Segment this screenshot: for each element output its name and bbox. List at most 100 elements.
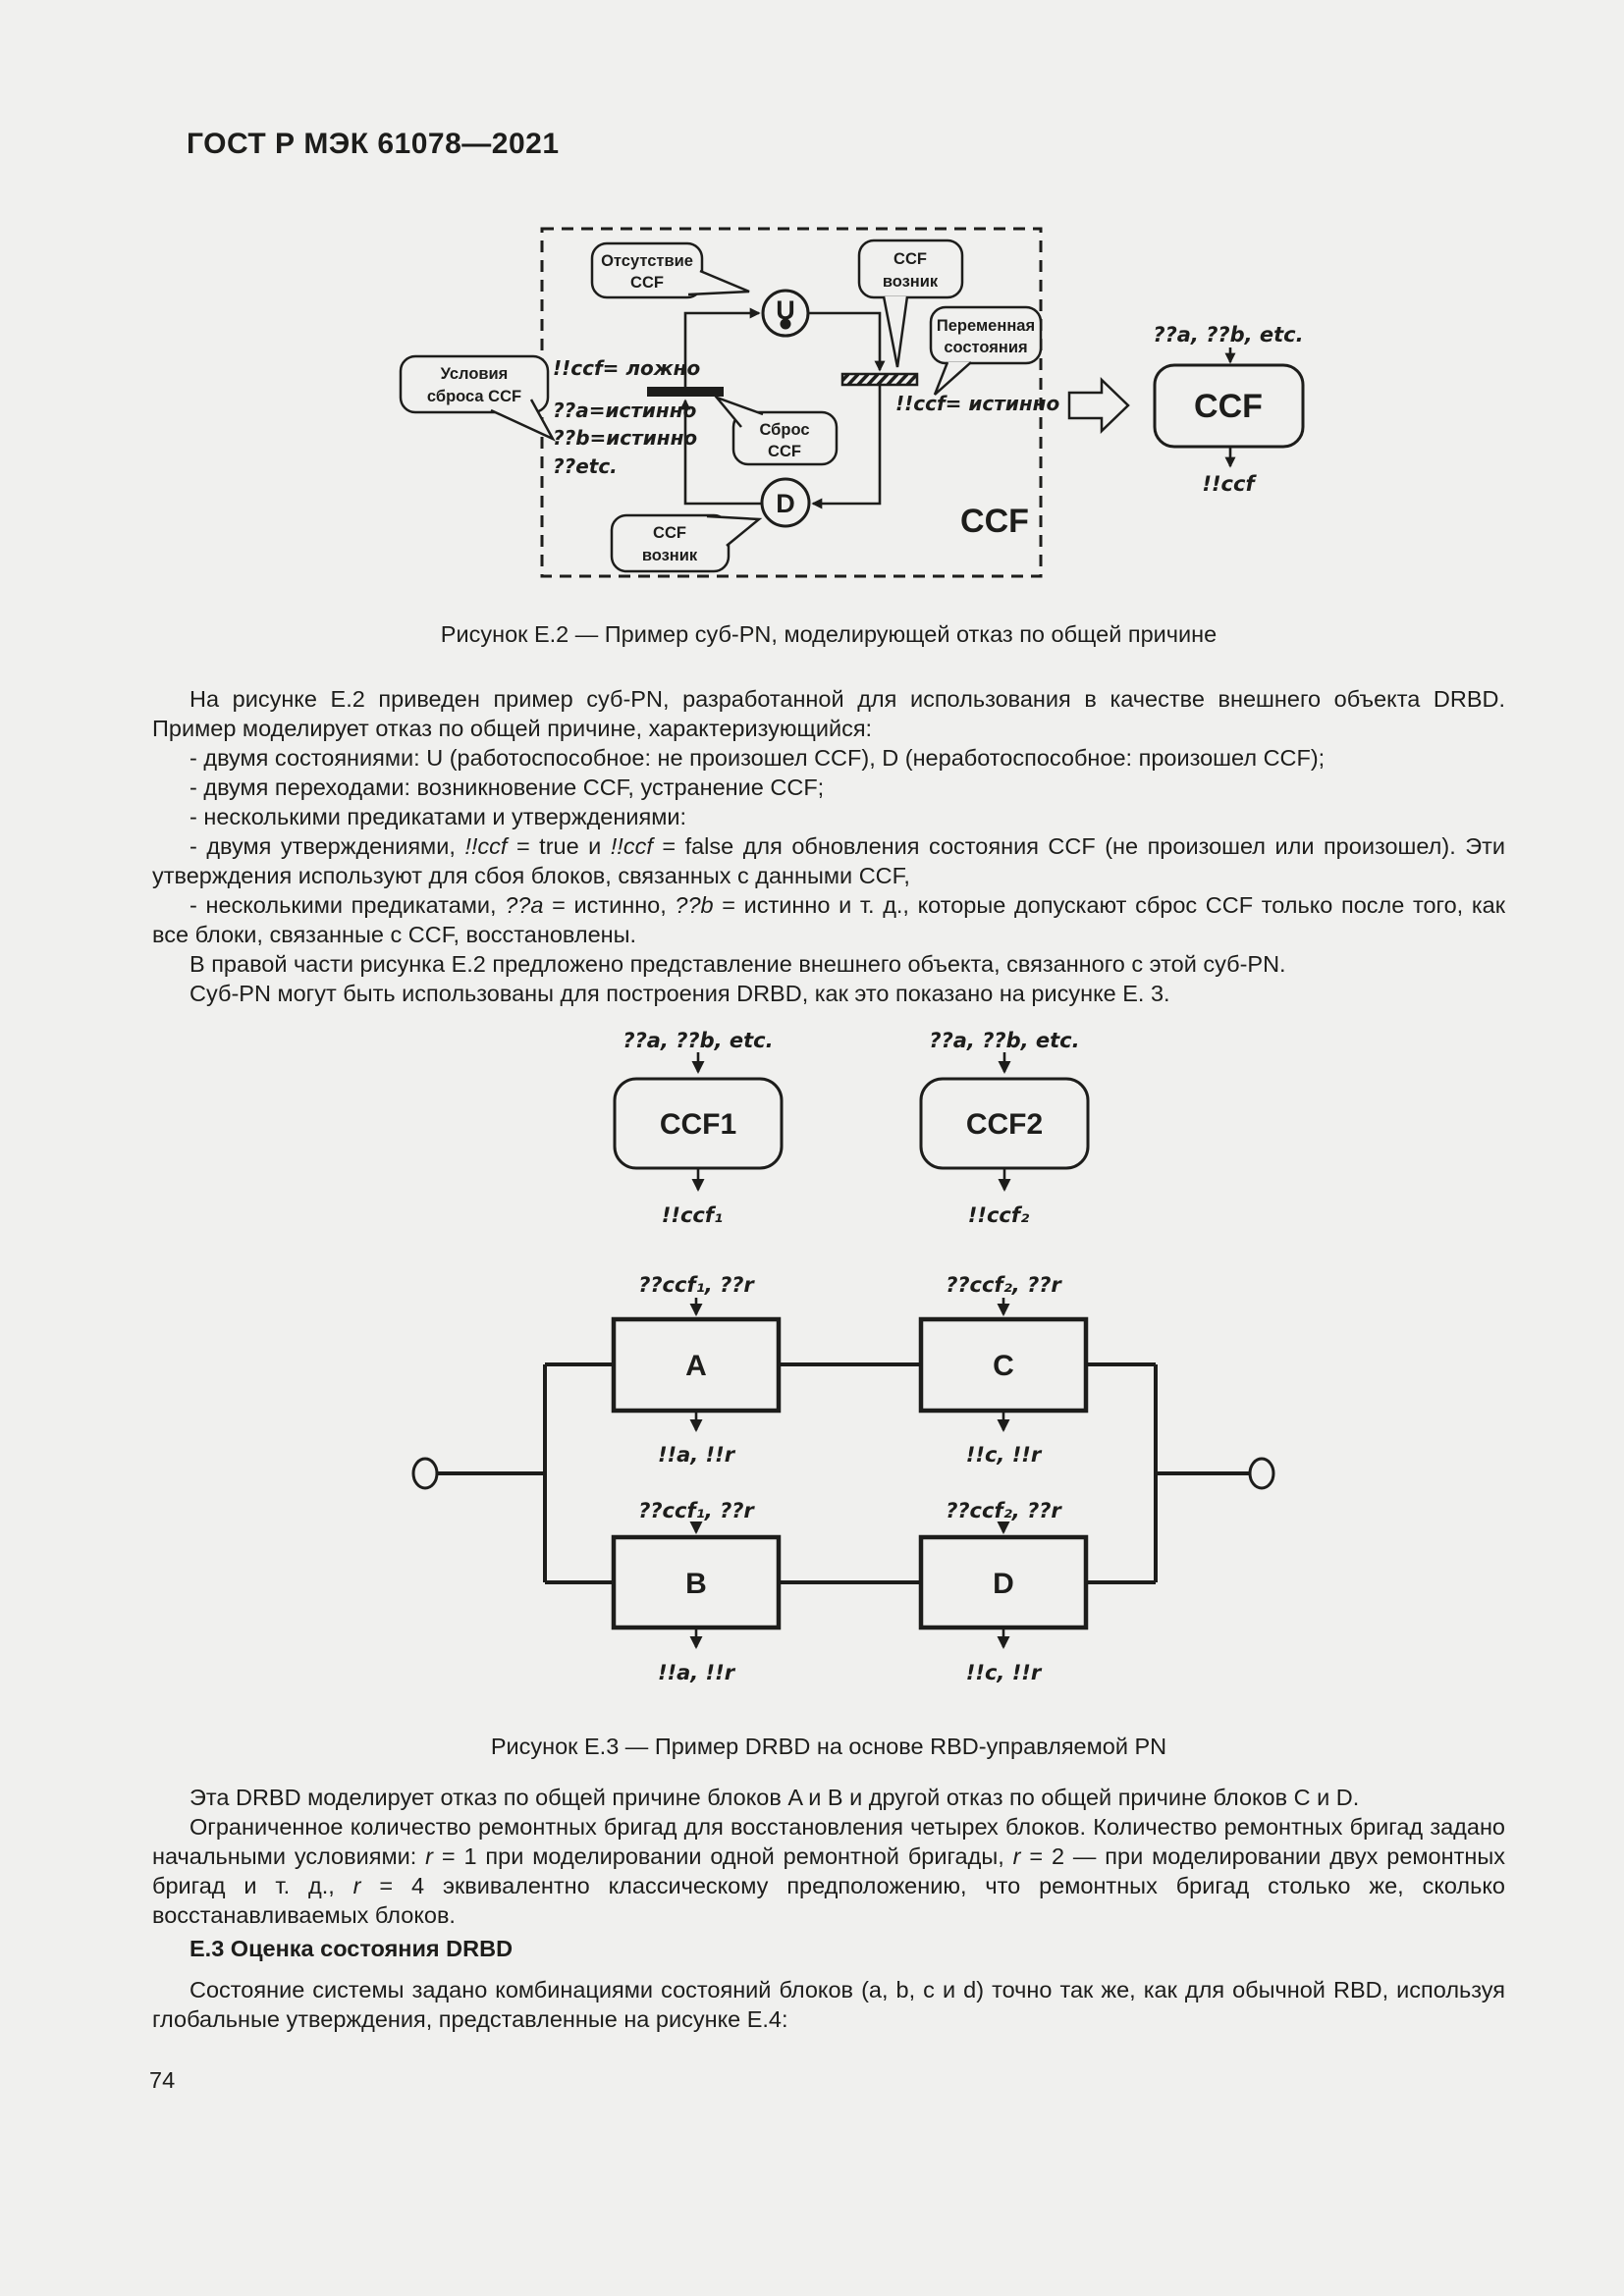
text-segment: В правой части рисунка Е.2 предложено пр…: [189, 951, 1286, 977]
bubble-text: возник: [642, 547, 698, 564]
section-heading-e3: Е.3 Оценка состояния DRBD: [189, 1936, 514, 1961]
external-ccf-label: CCF: [1194, 388, 1263, 425]
block-c-inputs-label: ??ccf₂, ??r: [946, 1273, 1062, 1297]
place-d-circle: [760, 477, 811, 528]
bubble-text: CCF: [630, 274, 664, 292]
body-text-final: Состояние системы задано комбинациями со…: [152, 1975, 1505, 2034]
paragraph: В правой части рисунка Е.2 предложено пр…: [152, 949, 1505, 979]
figure-e2-caption: Рисунок Е.2 — Пример суб-PN, моделирующе…: [440, 621, 1218, 647]
text-segment: - двумя утверждениями,: [189, 833, 465, 859]
arc-occur-to-d: [811, 385, 882, 509]
bubble-text: возник: [883, 273, 939, 291]
token-dot: [780, 318, 791, 330]
place-u-circle: [761, 289, 810, 338]
bubble-text: Переменная: [937, 317, 1035, 335]
figure-e3-caption: Рисунок Е.3 — Пример DRBD на основе RBD-…: [490, 1734, 1167, 1759]
text-segment: = 1 при моделировании одной ремонтной бр…: [432, 1843, 1013, 1869]
place-d-label: D: [776, 489, 795, 518]
text-segment: = true и: [507, 833, 611, 859]
bubble-ccf-occurred-top: CCF возник: [857, 239, 964, 368]
arc-d-to-reset: [679, 399, 762, 506]
text-segment: Ограниченное количество ремонтных бригад…: [152, 1814, 1505, 1869]
rbd-output-terminal-icon: [1248, 1457, 1275, 1490]
block-a-inputs-label: ??ccf₁, ??r: [638, 1273, 755, 1297]
block-b-inputs-label: ??ccf₁, ??r: [638, 1499, 755, 1522]
bubble-text: CCF: [653, 524, 686, 542]
block-d-label: D: [993, 1568, 1014, 1600]
text-segment: Состояние системы задано комбинациями со…: [152, 1977, 1505, 2032]
text-segment: r: [352, 1873, 361, 1898]
figure-e3-diagram: ??a, ??b, etc. CCF1 !!ccf₁ ??a, ??b, etc…: [411, 1029, 1275, 1684]
text-segment: - несколькими предикатами и утверждениям…: [189, 804, 687, 829]
assertion-ccf-false: !!ccf= ложно: [553, 356, 700, 380]
text-segment: = истинно и т. д., которые допускают сбр…: [152, 892, 1506, 947]
paragraph: Ограниченное количество ремонтных бригад…: [152, 1812, 1505, 1930]
text-segment: !!ccf: [610, 833, 653, 859]
paragraph: - несколькими предикатами, ??a = истинно…: [152, 890, 1505, 949]
text-segment: Суб-PN могут быть использованы для постр…: [189, 981, 1170, 1006]
ccf2-output-label: !!ccf₂: [968, 1203, 1030, 1227]
bubble-text: Отсутствие: [601, 252, 693, 270]
text-segment: ??b: [675, 892, 714, 918]
paragraph: На рисунке Е.2 приведен пример суб-PN, р…: [152, 684, 1505, 743]
ccf1-output-label: !!ccf₁: [662, 1203, 723, 1227]
ccf2-label: CCF2: [966, 1108, 1043, 1141]
body-text-e3: Эта DRBD моделирует отказ по общей причи…: [152, 1783, 1505, 1930]
block-c-label: C: [993, 1350, 1014, 1382]
text-segment: - двумя переходами: возникновение CCF, у…: [189, 774, 825, 800]
paragraph: - несколькими предикатами и утверждениям…: [152, 802, 1505, 831]
place-u-label: U: [776, 295, 795, 325]
paragraph: Суб-PN могут быть использованы для постр…: [152, 979, 1505, 1008]
paragraph: - двумя переходами: возникновение CCF, у…: [152, 773, 1505, 802]
block-d-inputs-label: ??ccf₂, ??r: [946, 1499, 1062, 1522]
paragraph: - двумя утверждениями, !!ccf = true и !!…: [152, 831, 1505, 890]
block-b-label: B: [685, 1568, 707, 1600]
text-segment: Эта DRBD моделирует отказ по общей причи…: [189, 1785, 1360, 1810]
block-c-outputs-label: !!c, !!r: [966, 1443, 1043, 1467]
bubble-text: сброса CCF: [427, 388, 521, 405]
paragraph: Состояние системы задано комбинациями со…: [152, 1975, 1505, 2034]
block-a: [611, 1316, 782, 1414]
text-segment: - несколькими предикатами,: [189, 892, 506, 918]
bubble-ccf-occurred-bottom: CCF возник: [610, 513, 763, 573]
page-number: 74: [149, 2067, 176, 2093]
external-inputs-label: ??a, ??b, etc.: [1153, 323, 1303, 347]
text-segment: - двумя состояниями: U (работоспособное:…: [189, 745, 1326, 771]
predicate-b-true: ??b=истинно: [553, 426, 697, 450]
figure-e2-diagram: U D !!ccf= ложно ??a=истинно ??b=истинно…: [399, 227, 1305, 578]
rbd-left-branch-lines: [545, 1362, 614, 1584]
bubble-ccf-reset: Сброс CCF: [713, 395, 839, 466]
body-text-e2: На рисунке Е.2 приведен пример суб-PN, р…: [152, 684, 1505, 1008]
block-b: [611, 1534, 782, 1630]
transition-occur-hatched-bar: [840, 372, 919, 387]
text-segment: На рисунке Е.2 приведен пример суб-PN, р…: [152, 686, 1505, 741]
predicate-a-true: ??a=истинно: [553, 399, 697, 422]
equivalence-hollow-arrow-icon: [1067, 377, 1130, 434]
page-header: ГОСТ Р МЭК 61078—2021: [187, 128, 560, 160]
arc-u-to-occur: [808, 311, 886, 372]
paragraph: Эта DRBD моделирует отказ по общей причи…: [152, 1783, 1505, 1812]
block-d-outputs-label: !!c, !!r: [966, 1661, 1043, 1684]
bubble-state-variable: Переменная состояния: [929, 305, 1043, 396]
text-segment: r: [1012, 1843, 1021, 1869]
block-b-outputs-label: !!a, !!r: [658, 1661, 736, 1684]
external-ccf-box: [1153, 363, 1305, 449]
text-segment: r: [425, 1843, 433, 1869]
ccf1-label: CCF1: [660, 1108, 736, 1141]
block-a-label: A: [685, 1350, 707, 1382]
text-segment: = истинно,: [543, 892, 676, 918]
block-a-outputs-label: !!a, !!r: [658, 1443, 736, 1467]
bubble-text: состояния: [944, 339, 1027, 356]
subpn-ccf-label: CCF: [960, 503, 1029, 540]
text-segment: = 2 — при моделировании двух ремонтных б…: [152, 1843, 1505, 1898]
text-segment: = false для обновления состояния CCF (не…: [152, 833, 1506, 888]
bubble-text: CCF: [768, 443, 801, 460]
ccf1-inputs-label: ??a, ??b, etc.: [623, 1029, 773, 1052]
bubble-text: Условия: [441, 365, 509, 383]
external-output-label: !!ccf: [1202, 472, 1257, 496]
text-segment: !!ccf: [464, 833, 508, 859]
arc-reset-to-u: [683, 307, 761, 387]
text-segment: = 4 эквивалентно классическому предполож…: [152, 1873, 1506, 1928]
bubble-reset-conditions: Условия сброса CCF: [399, 354, 556, 442]
